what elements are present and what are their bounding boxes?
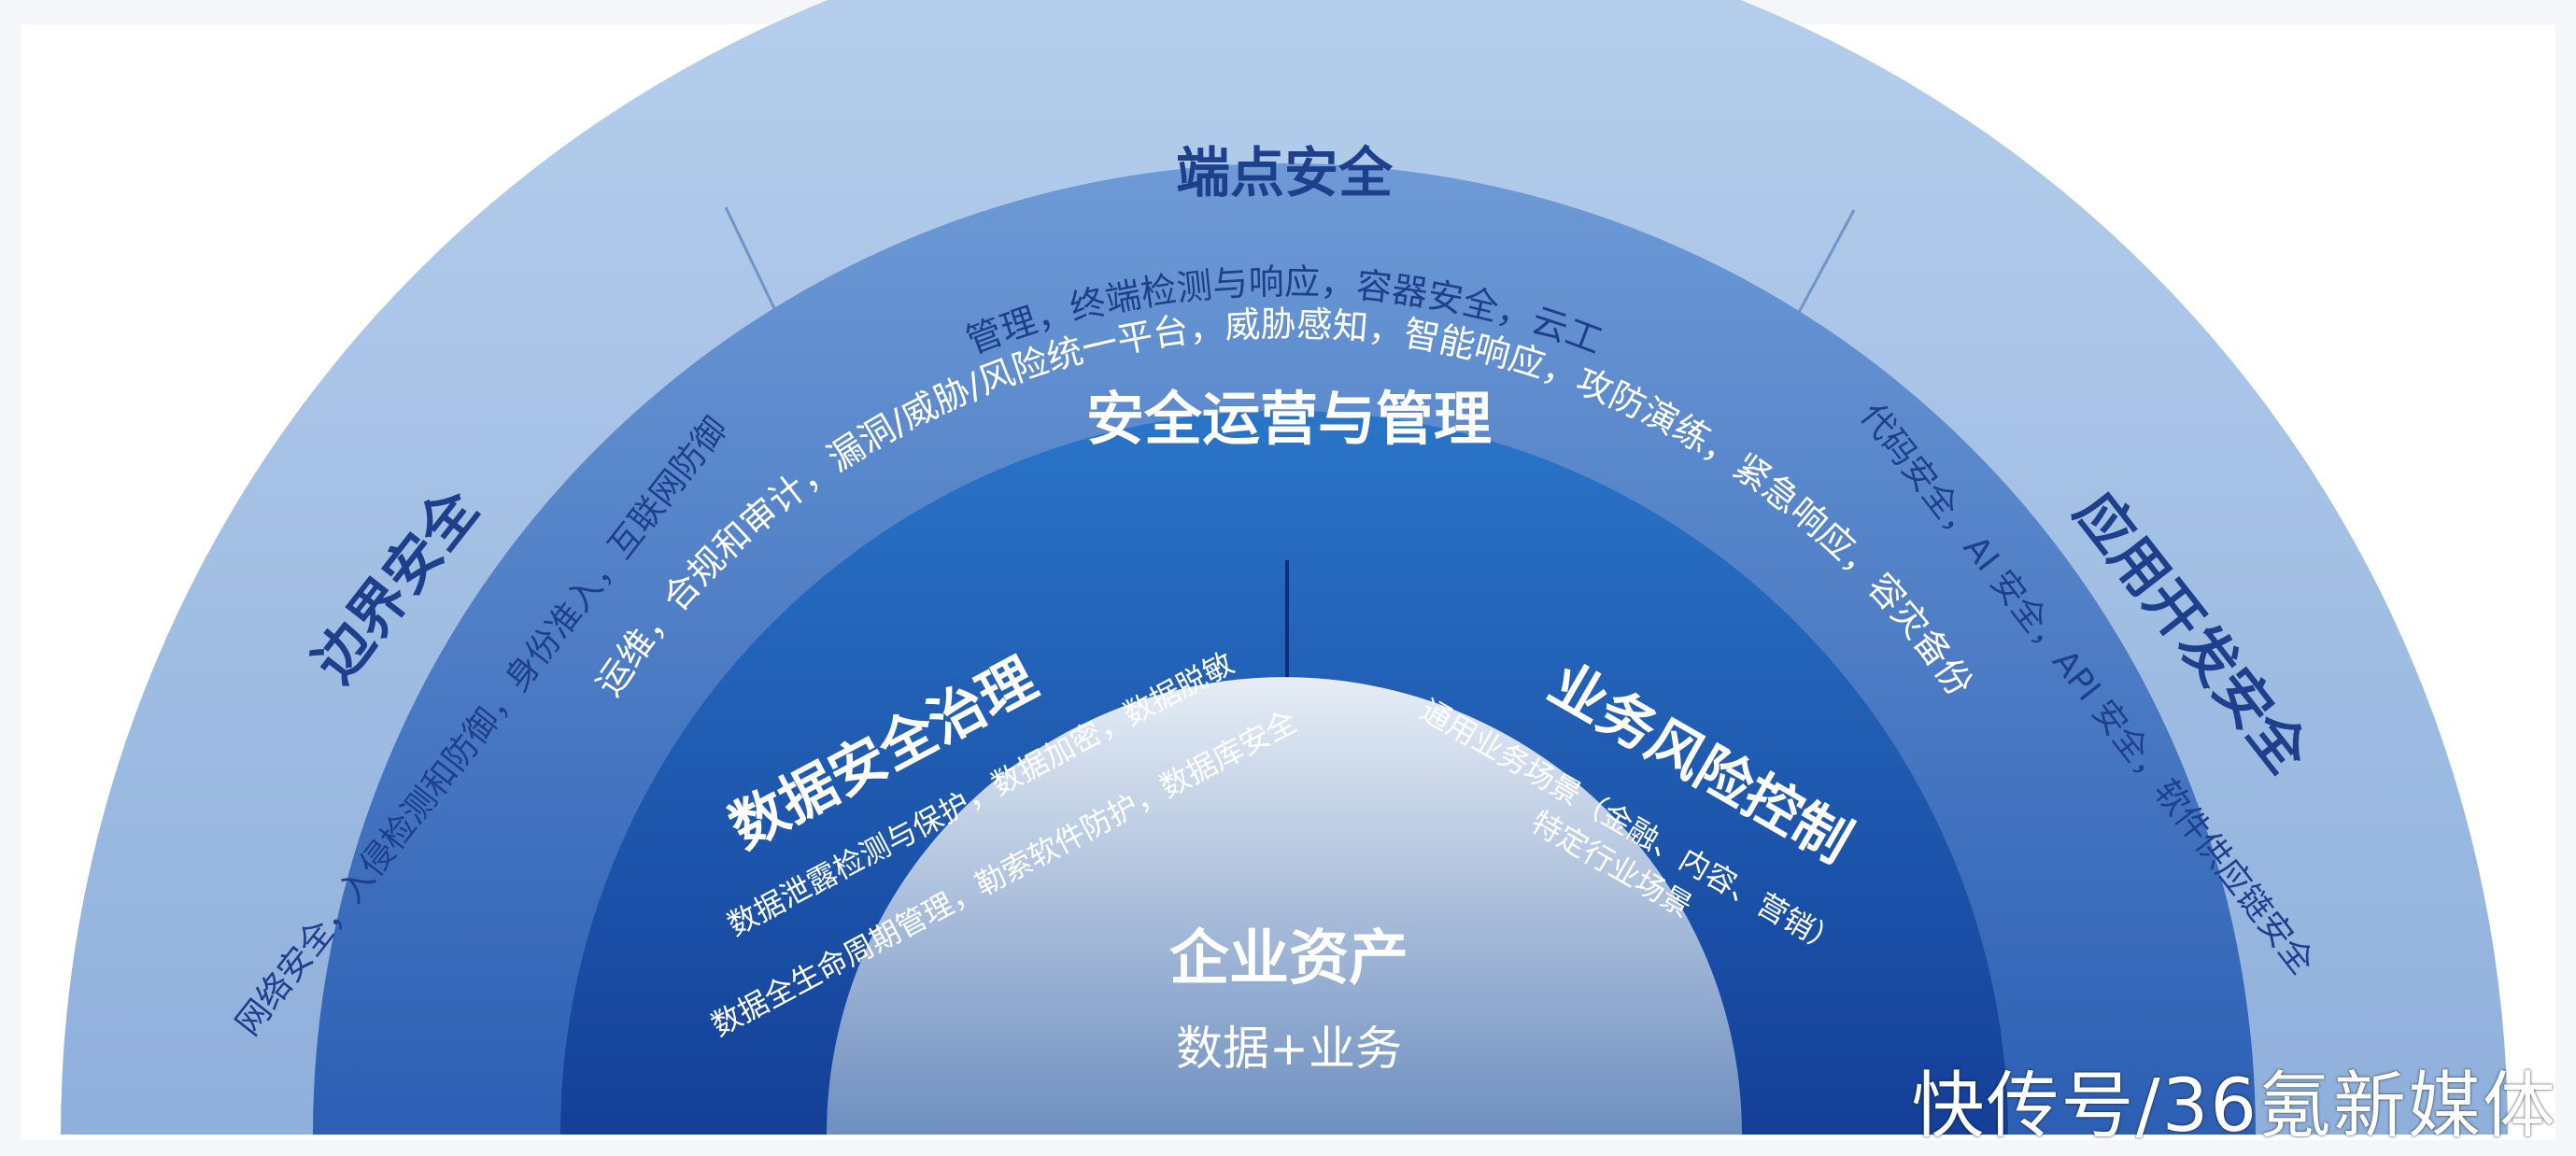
center-core <box>827 677 1742 1135</box>
inner-ring <box>560 411 2008 1135</box>
endpoint-title: 端点安全 <box>1176 141 1394 204</box>
watermark: 快传号/36氪新媒体 <box>1911 1064 2557 1149</box>
center-subtitle: 数据+业务 <box>1176 1022 1402 1076</box>
outer-ring <box>61 0 2508 1135</box>
secops-ring <box>313 163 2256 1135</box>
secops-title: 安全运营与管理 <box>1086 385 1492 453</box>
center-title: 企业资产 <box>1169 924 1408 994</box>
